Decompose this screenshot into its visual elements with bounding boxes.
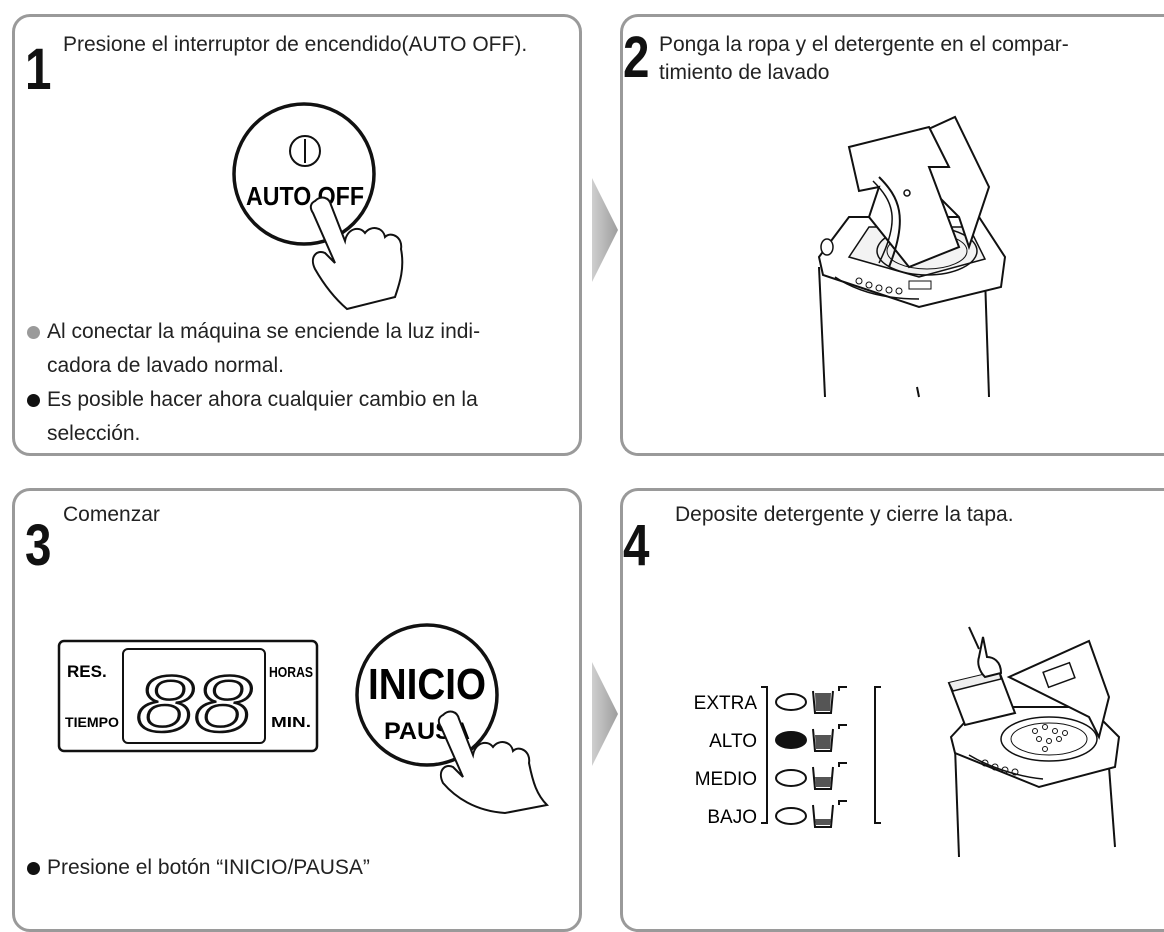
step-number: 3 — [25, 513, 52, 578]
inicio-pausa-button-illustration: INICIO PAUSA — [355, 623, 550, 815]
step-4-panel: 4 Deposite detergente y cierre la tapa. … — [620, 488, 1164, 932]
level-label: BAJO — [707, 807, 757, 828]
step-3-panel: 3 Comenzar RES. TIEMPO HORAS MIN. 88 INI… — [12, 488, 582, 932]
step-number: 4 — [623, 513, 650, 578]
display-label-res: RES. — [67, 662, 107, 681]
level-row-alto: ALTO — [709, 724, 847, 752]
detergent-level-indicator: EXTRA ALTO MEDIO BAJO — [694, 686, 881, 828]
level-label: EXTRA — [694, 693, 758, 714]
display-digits: 88 — [136, 659, 253, 748]
bullet-icon — [27, 326, 40, 339]
note-item: Es posible hacer ahora cualquier cambio … — [27, 383, 480, 451]
step-number: 1 — [25, 37, 52, 102]
level-radio-selected[interactable] — [775, 731, 807, 749]
arrow-right-icon — [592, 178, 618, 282]
note-item: Al conectar la máquina se enciende la lu… — [27, 315, 480, 383]
timer-display: RES. TIEMPO HORAS MIN. 88 — [57, 639, 319, 753]
bullet-icon — [27, 862, 40, 875]
washer-loading-illustration — [817, 115, 1007, 398]
step-heading: Deposite detergente y cierre la tapa. — [675, 503, 1014, 526]
level-row-medio: MEDIO — [695, 762, 847, 790]
washer-detergent-illustration — [947, 626, 1121, 858]
arrow-right-icon — [592, 662, 618, 766]
step-number: 2 — [623, 25, 650, 90]
level-radio[interactable] — [775, 807, 807, 825]
level-row-bajo: BAJO — [707, 800, 847, 828]
display-label-min: MIN. — [271, 714, 311, 731]
bullet-icon — [27, 394, 40, 407]
level-row-extra: EXTRA — [694, 686, 847, 714]
auto-off-label: AUTO OFF — [246, 181, 364, 211]
step-heading: Ponga la ropa y el detergente en el comp… — [659, 33, 1069, 84]
auto-off-button-illustration: AUTO OFF — [232, 102, 404, 311]
step-1-notes: Al conectar la máquina se enciende la lu… — [27, 315, 480, 451]
display-label-horas: HORAS — [269, 664, 313, 681]
level-radio[interactable] — [775, 769, 807, 787]
step-1-panel: 1 Presione el interruptor de encendido(A… — [12, 14, 582, 456]
step-heading: Comenzar — [63, 503, 160, 526]
display-label-tiempo: TIEMPO — [65, 714, 119, 730]
step-heading: Presione el interruptor de encendido(AUT… — [63, 33, 528, 56]
level-radio[interactable] — [775, 693, 807, 711]
step-3-notes: Presione el botón “INICIO/PAUSA” — [27, 851, 370, 885]
note-item: Presione el botón “INICIO/PAUSA” — [27, 851, 370, 885]
step-2-panel: 2 Ponga la ropa y el detergente en el co… — [620, 14, 1164, 456]
level-label: MEDIO — [695, 769, 757, 790]
inicio-label: INICIO — [368, 660, 486, 709]
level-label: ALTO — [709, 731, 757, 752]
